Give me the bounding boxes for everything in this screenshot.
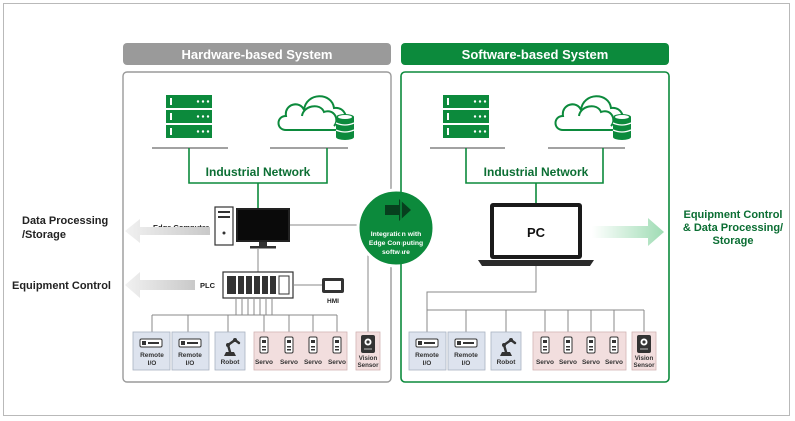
equipment-control-arrow — [125, 272, 195, 298]
integration-text-2: Edge Computing — [369, 240, 423, 247]
hmi-icon — [322, 278, 344, 293]
servo-label: Servo — [280, 359, 298, 366]
servo-label: Servo — [304, 359, 322, 366]
right-annotations: Equipment Control & Data Processing/ Sto… — [592, 209, 783, 247]
right-label-3: Storage — [713, 235, 754, 247]
remote-io-label-1a: Remote — [140, 352, 164, 359]
sw-vision-label-a: Vision — [635, 355, 654, 362]
integration-badge: Integration with Edge Computing software — [356, 188, 436, 268]
right-label-2: & Data Processing/ — [683, 222, 783, 234]
data-processing-label-b: /Storage — [22, 229, 66, 241]
servo-icon — [284, 336, 294, 354]
outer-frame — [3, 3, 790, 416]
pc-label: PC — [527, 225, 546, 240]
remote-io-label-2b: I/O — [186, 360, 195, 367]
sw-remote-io-label-2b: I/O — [462, 360, 471, 367]
pc-laptop-icon — [478, 203, 594, 266]
hardware-cloud-icon — [277, 95, 355, 141]
remote-io-icon — [139, 338, 163, 348]
servo-icon — [586, 336, 596, 354]
servo-icon — [563, 336, 573, 354]
hardware-header — [123, 43, 391, 65]
hardware-panel: Hardware-based System Industrial Network… — [122, 43, 392, 383]
servo-group-box — [253, 331, 348, 371]
vision-label-b: Sensor — [358, 362, 380, 369]
sw-servo-label: Servo — [582, 359, 600, 366]
servo-icon — [308, 336, 318, 354]
software-server-icon — [443, 95, 489, 138]
remote-io-label-1b: I/O — [148, 360, 157, 367]
plc-label: PLC — [200, 281, 216, 290]
hardware-title: Hardware-based System — [181, 47, 332, 62]
remote-io-icon — [454, 338, 478, 348]
hardware-network-label: Industrial Network — [206, 165, 311, 179]
sw-servo-label: Servo — [559, 359, 577, 366]
vision-sensor-icon — [637, 335, 651, 353]
remote-io-label-2a: Remote — [178, 352, 202, 359]
sw-remote-io-label-1a: Remote — [415, 352, 439, 359]
servo-label: Servo — [255, 359, 273, 366]
left-annotations: Data Processing /Storage Equipment Contr… — [12, 215, 210, 298]
plc-icon — [222, 271, 294, 299]
software-title: Software-based System — [462, 47, 609, 62]
sw-servo-label: Servo — [605, 359, 623, 366]
right-label-1: Equipment Control — [684, 209, 783, 221]
remote-io-box-2 — [171, 331, 210, 371]
integration-text-3: software — [382, 249, 410, 256]
sw-remote-io-label-1b: I/O — [423, 360, 432, 367]
sw-remote-io-box-2 — [447, 331, 486, 371]
integration-text-1: Integration with — [371, 231, 422, 238]
remote-io-icon — [178, 338, 202, 348]
servo-icon — [332, 336, 342, 354]
hardware-server-icon — [166, 95, 212, 138]
sw-vision-label-b: Sensor — [634, 362, 656, 369]
edge-computer-icon — [214, 206, 290, 249]
servo-icon — [259, 336, 269, 354]
software-panel: Software-based System Industrial Network… — [400, 43, 670, 383]
sw-remote-io-label-2a: Remote — [454, 352, 478, 359]
remote-io-box-1 — [132, 331, 171, 371]
hmi-label: HMI — [327, 298, 339, 305]
sw-remote-io-box-1 — [408, 331, 447, 371]
robot-label: Robot — [221, 359, 241, 366]
data-processing-arrow — [125, 219, 210, 243]
software-cloud-icon — [554, 95, 632, 141]
software-header — [401, 43, 669, 65]
servo-label: Servo — [328, 359, 346, 366]
vision-sensor-icon — [361, 335, 375, 353]
sw-servo-label: Servo — [536, 359, 554, 366]
servo-icon — [540, 336, 550, 354]
software-network-label: Industrial Network — [484, 165, 589, 179]
equipment-control-label: Equipment Control — [12, 280, 111, 292]
software-box — [400, 71, 670, 383]
vision-label-a: Vision — [359, 355, 378, 362]
equipment-control-data-arrow — [592, 218, 664, 246]
sw-robot-label: Robot — [497, 359, 517, 366]
data-processing-label-a: Data Processing — [22, 215, 108, 227]
servo-icon — [609, 336, 619, 354]
integration-arrow-icon — [385, 199, 411, 221]
remote-io-icon — [415, 338, 439, 348]
